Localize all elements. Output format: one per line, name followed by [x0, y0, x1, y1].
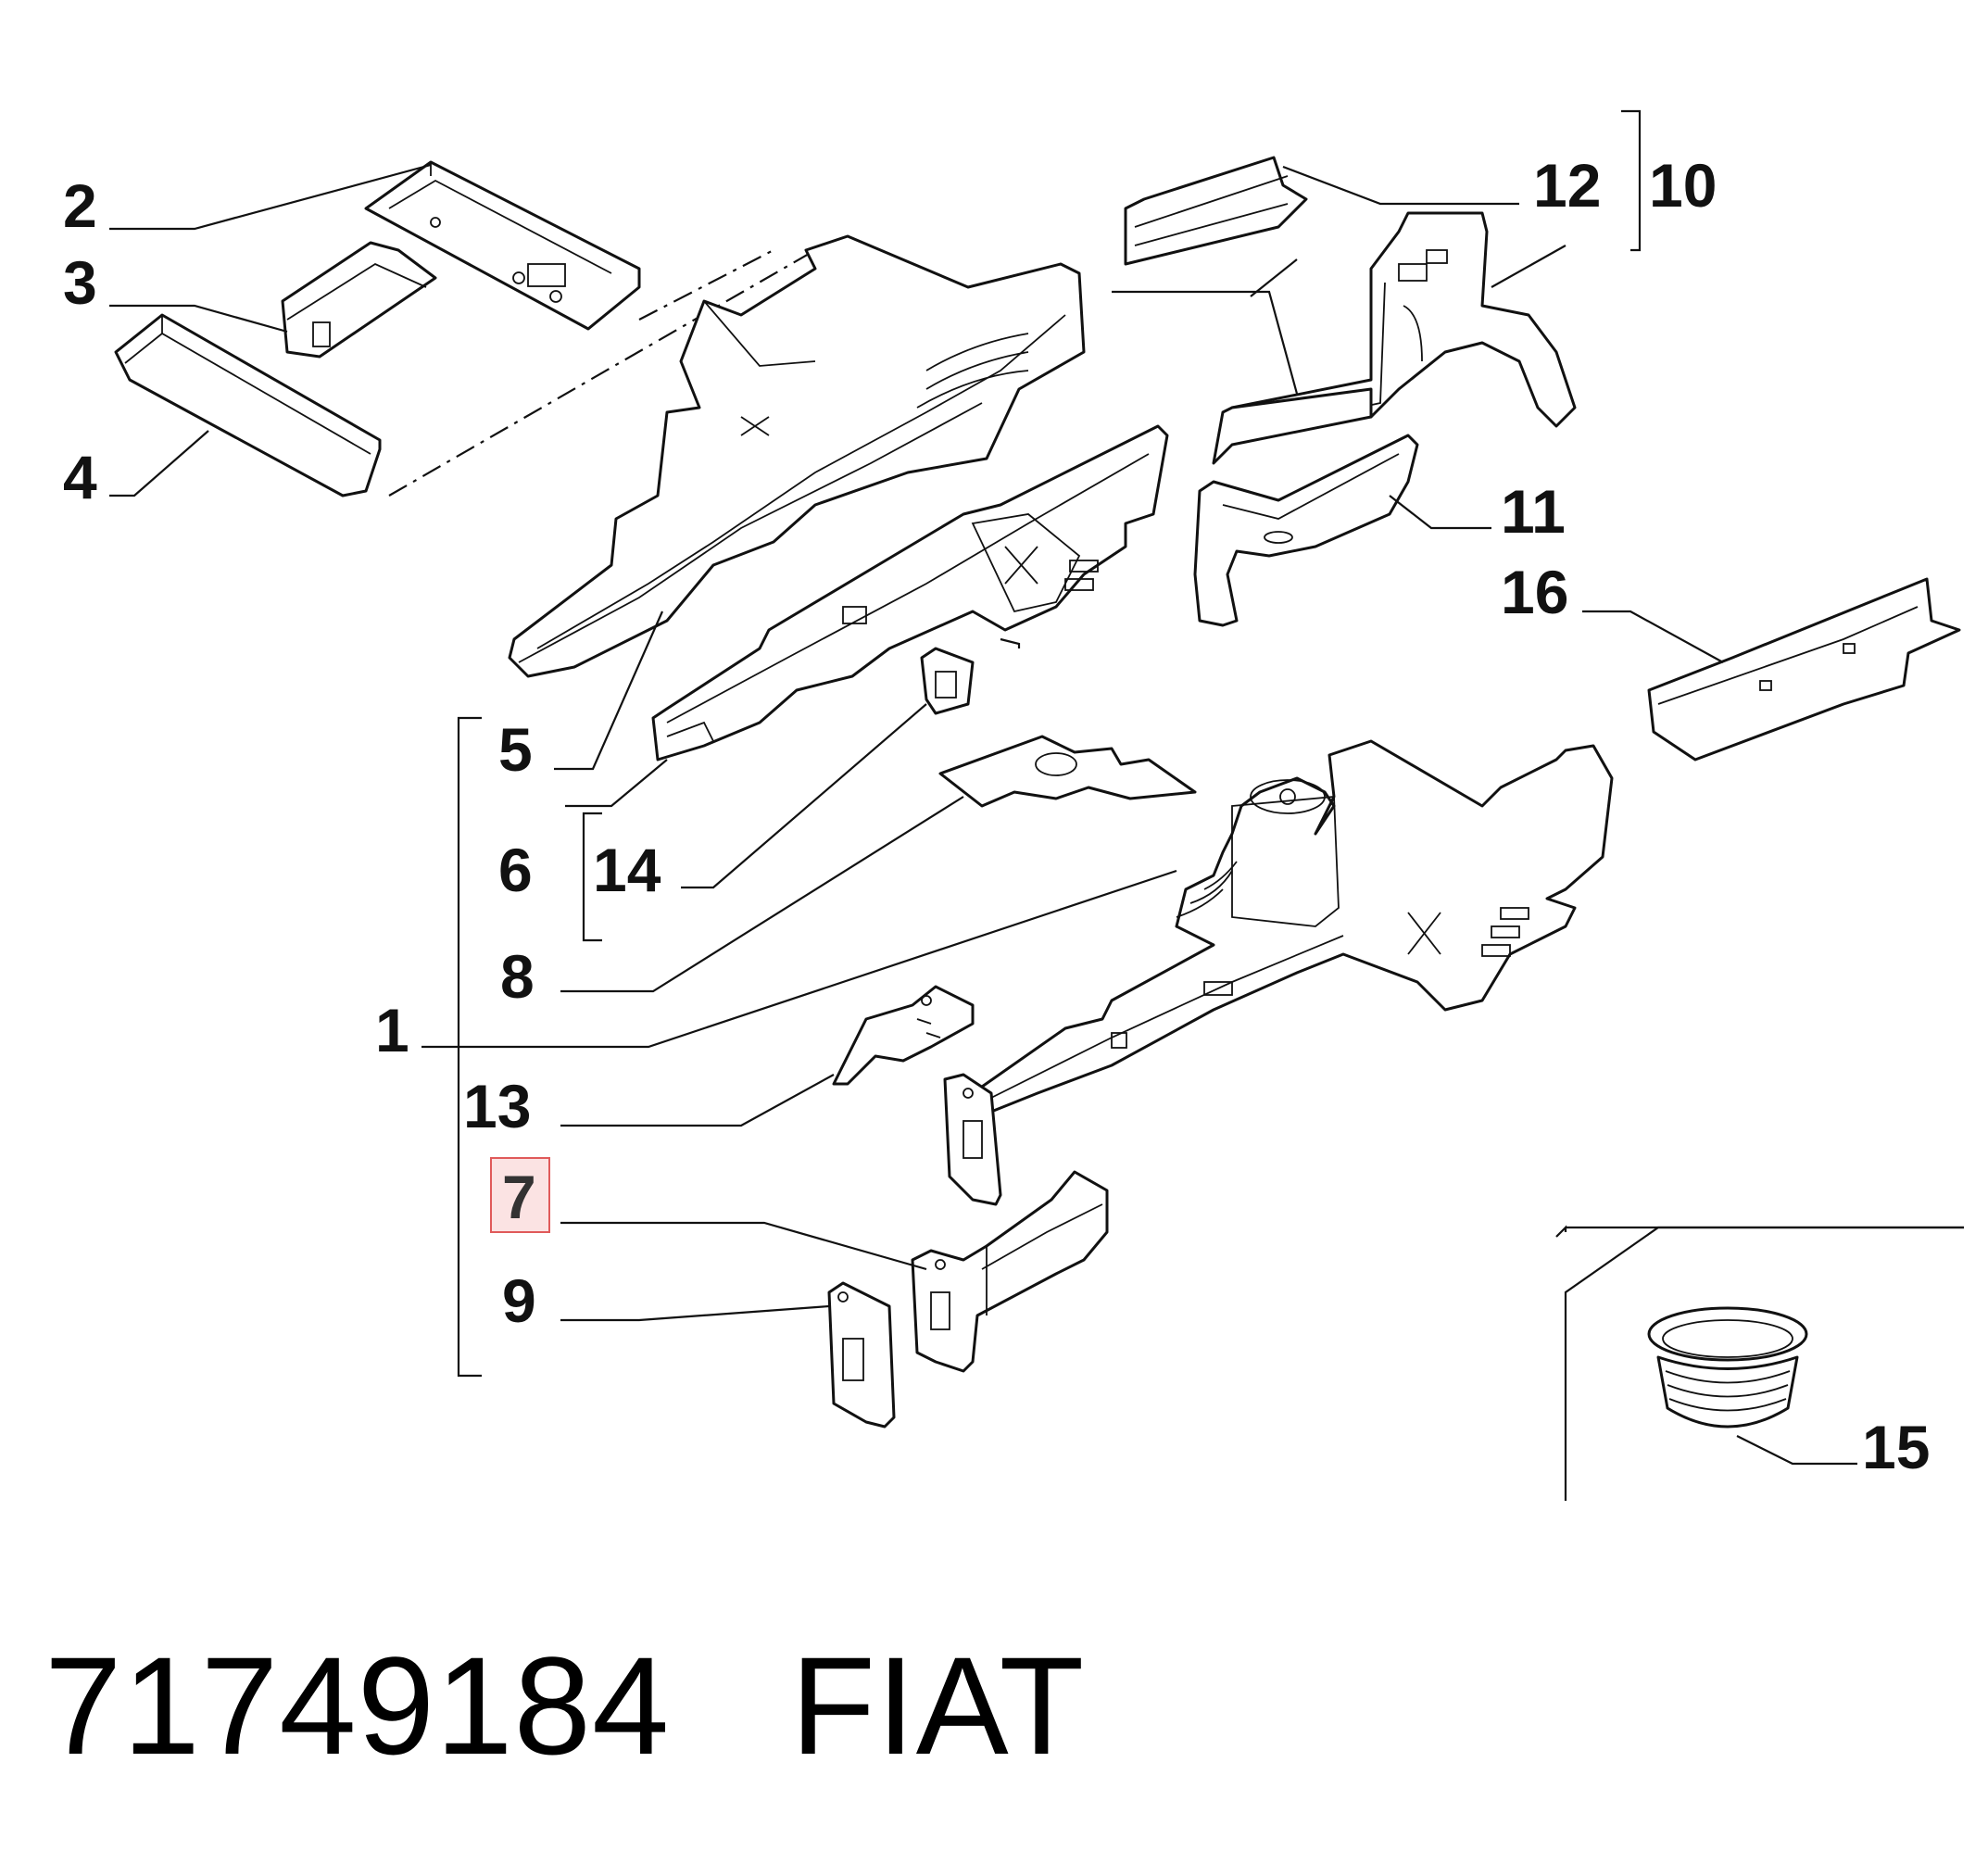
callout-16: 16 [1501, 558, 1568, 626]
callout-10: 10 [1649, 151, 1717, 220]
callout-5: 5 [498, 715, 533, 784]
part-12-drawing [1124, 156, 1308, 266]
callout-4: 4 [63, 443, 97, 511]
leader-lines [109, 163, 1857, 1466]
part-2-drawing [364, 160, 641, 331]
callout-7[interactable]: 7 [502, 1163, 536, 1231]
part-13-drawing [832, 985, 975, 1086]
callout-14: 14 [593, 836, 661, 904]
callout-11: 11 [1501, 477, 1566, 546]
callout-1: 1 [375, 996, 409, 1064]
callout-3: 3 [63, 248, 97, 317]
part-1-drawing [943, 739, 1614, 1206]
footer-caption: 71749184 FIAT [44, 1626, 1085, 1786]
callout-6: 6 [498, 836, 533, 904]
part-4-drawing [114, 313, 382, 497]
part-6-drawing [651, 424, 1169, 762]
callout-7-highlight[interactable]: 7 [490, 1157, 550, 1233]
part-15-drawing [1647, 1306, 1808, 1429]
part-14-drawing [920, 647, 975, 715]
callout-13: 13 [463, 1072, 531, 1140]
part-number: 71749184 [44, 1628, 671, 1783]
bracket-lines [457, 109, 1964, 1501]
part-8-drawing [938, 735, 1197, 808]
brand-name: FIAT [790, 1628, 1086, 1783]
assembly-line-top-2 [638, 249, 774, 321]
part-7-drawing [911, 1170, 1109, 1373]
callout-8: 8 [500, 942, 535, 1011]
callout-9: 9 [502, 1266, 536, 1335]
part-10-drawing [1212, 211, 1577, 465]
assembly-line-top [388, 249, 816, 497]
part-11-drawing [1193, 434, 1419, 627]
part-5-drawing [508, 234, 1086, 678]
part-16-drawing [1647, 577, 1961, 762]
callout-12: 12 [1533, 151, 1601, 220]
part-3-drawing [281, 241, 437, 359]
callout-15: 15 [1862, 1413, 1930, 1481]
callout-2: 2 [63, 171, 97, 240]
part-9-drawing [827, 1281, 896, 1429]
